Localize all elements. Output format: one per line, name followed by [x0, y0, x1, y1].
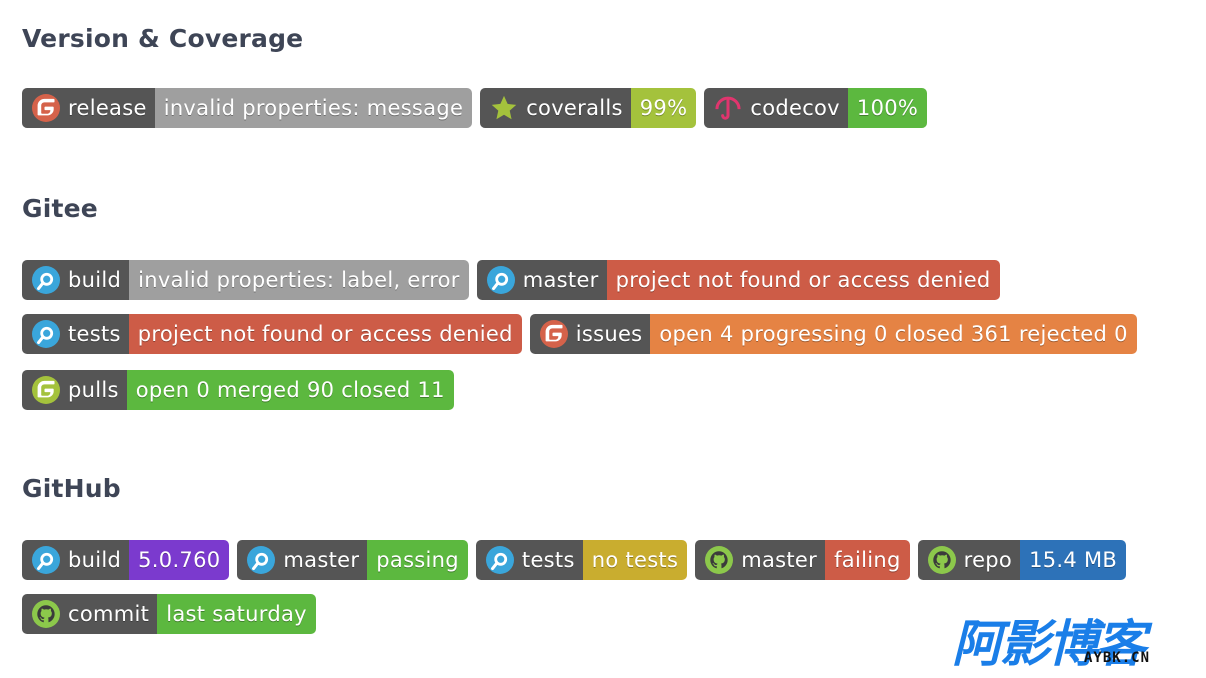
badge-message: last saturday: [157, 594, 316, 634]
codecov-umbrella-icon: [714, 94, 742, 122]
badge-message: open 0 merged 90 closed 11: [126, 370, 454, 410]
badge-label: repo: [963, 548, 1013, 572]
badge-label: coveralls: [526, 96, 623, 120]
badge-row: release invalid properties: message cove…: [22, 88, 928, 128]
appveyor-icon: [485, 546, 514, 574]
badge-message: 100%: [847, 88, 928, 128]
badge-message: invalid properties: label, error: [129, 260, 469, 300]
appveyor-icon: [32, 320, 60, 348]
gitee-icon: [32, 376, 60, 404]
badge-row: pulls open 0 merged 90 closed 11: [22, 370, 454, 410]
badge-message: 15.4 MB: [1020, 540, 1127, 580]
badge-label: master: [522, 268, 599, 292]
badge-github-tests[interactable]: tests no tests: [475, 540, 688, 580]
badge-gitee-build[interactable]: build invalid properties: label, error: [22, 260, 469, 300]
badge-label: tests: [521, 548, 575, 572]
section-title-github: GitHub: [22, 474, 121, 503]
appveyor-icon: [32, 546, 60, 574]
badge-label: build: [68, 268, 122, 292]
appveyor-icon: [486, 266, 515, 294]
gitee-icon: [539, 320, 568, 348]
badge-message: no tests: [582, 540, 688, 580]
badge-row: commit last saturday: [22, 594, 316, 634]
badge-row: build invalid properties: label, error m…: [22, 260, 1000, 300]
badge-label: commit: [68, 602, 150, 626]
badge-row: build 5.0.760 master passing tests no te…: [22, 540, 1127, 580]
badge-label: tests: [68, 322, 121, 346]
star-icon: [490, 94, 518, 122]
badge-message: project not found or access denied: [606, 260, 1000, 300]
watermark-logo: 阿影博客 AYBK.CN: [952, 610, 1184, 673]
badge-label: codecov: [750, 96, 840, 120]
badge-github-build[interactable]: build 5.0.760: [22, 540, 230, 580]
github-icon: [705, 546, 734, 574]
badge-github-repo[interactable]: repo 15.4 MB: [917, 540, 1127, 580]
watermark-text: 阿影博客: [952, 615, 1146, 673]
appveyor-icon: [247, 546, 276, 574]
badge-row: tests project not found or access denied…: [22, 314, 1137, 354]
badge-github-master[interactable]: master passing: [237, 540, 468, 580]
github-icon: [32, 600, 60, 628]
section-title-gitee: Gitee: [22, 194, 98, 223]
badge-message: failing: [825, 540, 910, 580]
badge-github-actions-master[interactable]: master failing: [695, 540, 910, 580]
badge-label: build: [68, 548, 122, 572]
badge-label: issues: [575, 322, 643, 346]
badge-release[interactable]: release invalid properties: message: [22, 88, 473, 128]
badge-message: 99%: [630, 88, 697, 128]
gitee-icon: [32, 94, 60, 122]
appveyor-icon: [32, 266, 60, 294]
badge-message: invalid properties: message: [154, 88, 473, 128]
badge-label: master: [283, 548, 360, 572]
badge-gitee-master[interactable]: master project not found or access denie…: [476, 260, 1000, 300]
github-icon: [927, 546, 956, 574]
badge-gitee-tests[interactable]: tests project not found or access denied: [22, 314, 522, 354]
badge-message: open 4 progressing 0 closed 361 rejected…: [650, 314, 1137, 354]
badge-label: master: [741, 548, 818, 572]
badge-label: pulls: [68, 378, 119, 402]
badge-github-commit[interactable]: commit last saturday: [22, 594, 316, 634]
badge-message: project not found or access denied: [128, 314, 522, 354]
badge-label: release: [68, 96, 147, 120]
badge-gitee-issues[interactable]: issues open 4 progressing 0 closed 361 r…: [529, 314, 1137, 354]
badge-message: passing: [367, 540, 468, 580]
badge-gitee-pulls[interactable]: pulls open 0 merged 90 closed 11: [22, 370, 454, 410]
badge-message: 5.0.760: [129, 540, 230, 580]
badge-coveralls[interactable]: coveralls 99%: [480, 88, 697, 128]
watermark-domain: AYBK.CN: [1084, 650, 1151, 666]
badge-codecov[interactable]: codecov 100%: [704, 88, 928, 128]
section-title-version-coverage: Version & Coverage: [22, 24, 304, 53]
